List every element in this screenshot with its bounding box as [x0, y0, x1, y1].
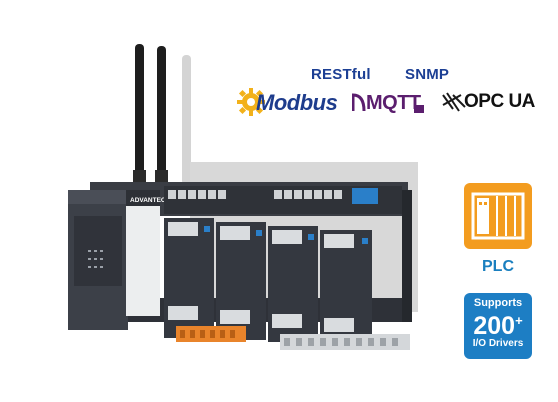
io-controller-device: ADVANTECH: [68, 44, 418, 350]
io-module-4: [320, 230, 372, 344]
mqtt-signal-icon: [352, 93, 366, 112]
drivers-badge: Supports 200+ I/O Drivers: [464, 293, 532, 359]
io-module-1: [164, 218, 214, 338]
modbus-text: Modbus: [256, 90, 338, 115]
io-module-2: [216, 222, 266, 340]
io-module-3: [268, 226, 318, 342]
restful-label: RESTful: [311, 66, 371, 83]
opc-foundation-icon: [442, 92, 466, 112]
drivers-count: 200+: [473, 312, 523, 340]
dip-switch: [352, 188, 378, 204]
brand-label: ADVANTECH: [130, 197, 171, 204]
modbus-logo: Modbus: [236, 87, 344, 117]
comm-module: [126, 190, 160, 316]
plc-badge: [464, 183, 532, 249]
drivers-line1: Supports: [473, 297, 523, 309]
drivers-plus: +: [515, 313, 523, 328]
antenna-left: [135, 44, 144, 194]
plc-label: PLC: [482, 258, 514, 275]
snmp-label: SNMP: [405, 66, 450, 83]
drivers-line3: I/O Drivers: [472, 338, 524, 349]
mqtt-text: MQTT: [366, 92, 421, 114]
plc-module-icon: [471, 192, 525, 240]
mqtt-mark: [414, 105, 424, 113]
modbus-gear-icon: [237, 88, 265, 116]
mqtt-logo: MQTT: [352, 89, 430, 117]
antenna-right: [157, 46, 166, 196]
ghost-antenna: [182, 55, 191, 185]
opcua-logo: OPC UA: [441, 88, 541, 116]
opcua-text: OPC UA: [464, 91, 535, 112]
